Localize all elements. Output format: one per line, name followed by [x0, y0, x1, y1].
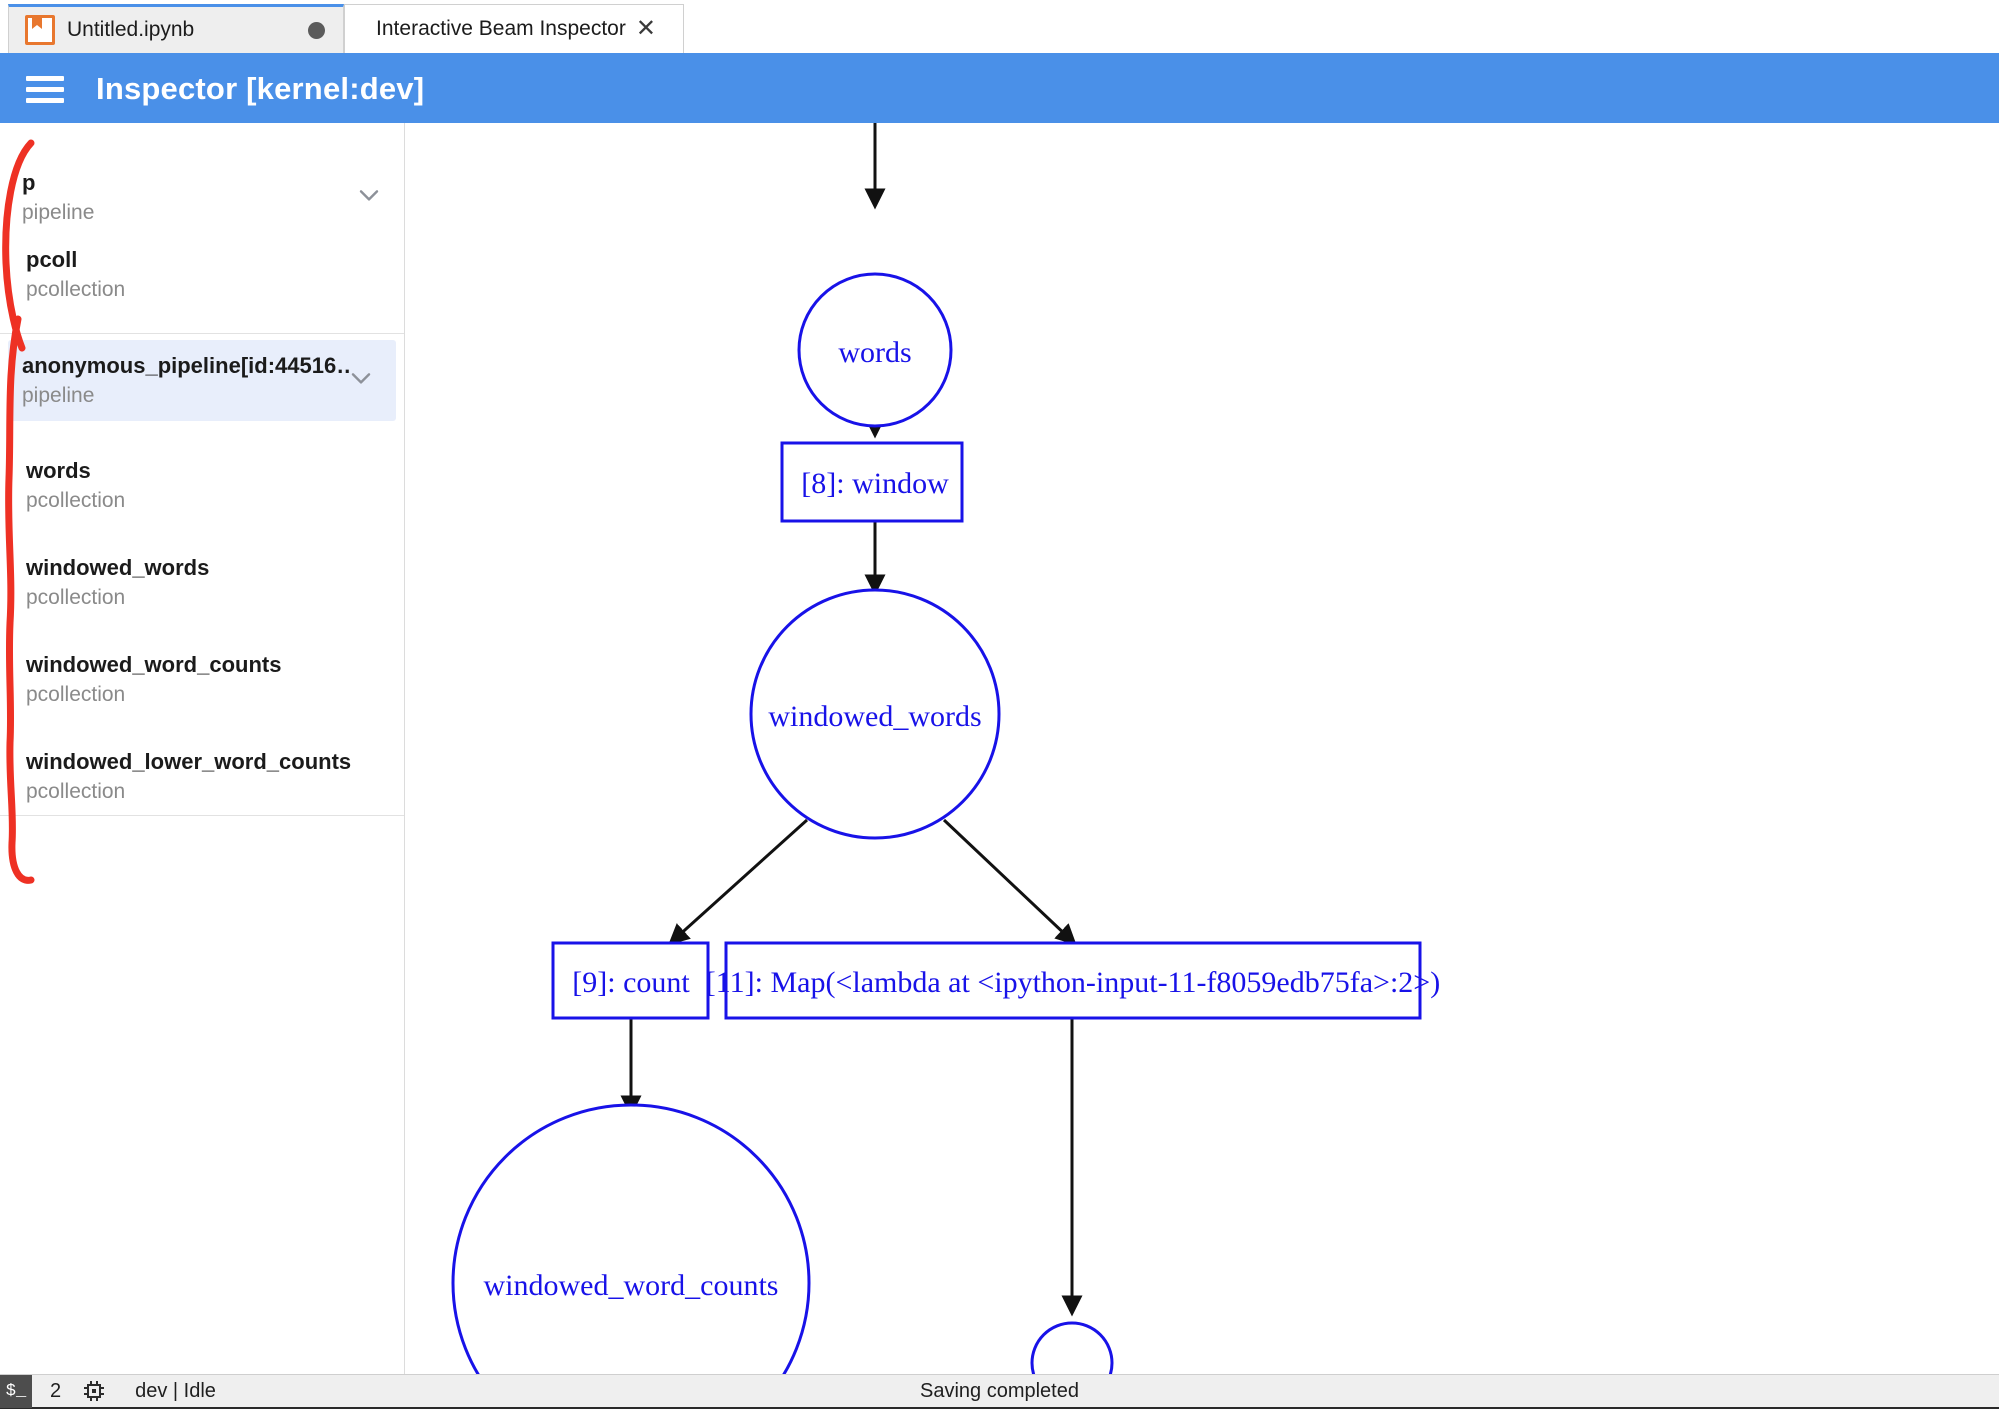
graph-node-label: windowed_word_counts [484, 1269, 779, 1302]
sidebar-item-label: windowed_word_counts [26, 652, 282, 678]
sidebar-item-label: anonymous_pipeline[id:44516… [22, 353, 352, 379]
spacer [0, 313, 404, 333]
spacer [0, 524, 404, 544]
chevron-down-icon[interactable] [348, 365, 374, 391]
sidebar-item-type: pipeline [22, 383, 95, 407]
tab-label: Interactive Beam Inspector [376, 17, 626, 40]
sidebar-item-type: pcollection [26, 277, 126, 301]
sidebar-item-label: p [22, 170, 36, 195]
sidebar-item-type: pipeline [22, 200, 95, 224]
terminal-count: 2 [50, 1379, 62, 1402]
close-icon[interactable]: ✕ [635, 15, 656, 42]
spacer [0, 123, 404, 159]
sidebar-item-label: windowed_words [26, 555, 210, 581]
graph-node-label: windowed_words [768, 700, 981, 733]
pipeline-sidebar: p pipeline pcoll pcollection anonymous_p… [0, 123, 405, 1374]
edge-wwords-to-count [668, 818, 809, 946]
graph-node-count[interactable]: [9]: count [551, 941, 710, 1020]
sidebar-item-windowed-lower-word-counts[interactable]: windowed_lower_word_counts pcollection [0, 738, 404, 815]
terminal-icon[interactable]: $_ [0, 1374, 32, 1408]
sidebar-item-words[interactable]: words pcollection [0, 447, 404, 524]
kernel-status[interactable]: dev | Idle [135, 1379, 216, 1402]
sidebar-item-pcoll[interactable]: pcoll pcollection [0, 236, 404, 313]
graph-node-label: [9]: count [572, 966, 690, 999]
tab-interactive-beam-inspector[interactable]: Interactive Beam Inspector ✕ [344, 4, 684, 53]
tab-bar: Untitled.ipynb Interactive Beam Inspecto… [0, 0, 1999, 55]
tab-label: Untitled.ipynb [67, 18, 195, 41]
inspector-header: Inspector [kernel:dev] [0, 55, 1999, 123]
sidebar-group-anonymous-pipeline: anonymous_pipeline[id:44516… pipeline wo… [0, 340, 404, 817]
status-bar: $_ 2 dev | Idle Saving completed [0, 1374, 1999, 1409]
sidebar-item-anonymous-pipeline[interactable]: anonymous_pipeline[id:44516… pipeline [8, 340, 396, 422]
notebook-icon [25, 15, 55, 45]
tab-untitled-ipynb[interactable]: Untitled.ipynb [8, 4, 344, 53]
sidebar-item-windowed-words[interactable]: windowed_words pcollection [0, 544, 404, 621]
graph-node-words[interactable]: words [797, 272, 953, 428]
sidebar-item-label: pcoll [26, 247, 78, 273]
graph-node-windowed-words[interactable]: windowed_words [749, 588, 1001, 840]
graph-node-map[interactable]: [11]: Map(<lambda at <ipython-input-11-f… [706, 941, 1440, 1020]
graph-node-label: [8]: window [801, 467, 949, 500]
spacer [0, 621, 404, 641]
cpu-chip-icon[interactable] [81, 1378, 107, 1404]
graph-node-label: [11]: Map(<lambda at <ipython-input-11-f… [706, 966, 1440, 999]
unsaved-changes-dot-icon[interactable] [308, 21, 325, 39]
sidebar-item-type: pcollection [26, 779, 126, 803]
sidebar-item-type: pcollection [26, 585, 126, 609]
sidebar-group-p: p pipeline pcoll pcollection [0, 123, 404, 335]
sidebar-item-type: pcollection [26, 682, 126, 706]
spacer [0, 718, 404, 738]
chevron-down-icon[interactable] [356, 182, 382, 208]
graph-node-window[interactable]: [8]: window [780, 441, 964, 523]
spacer [0, 427, 404, 447]
pipeline-graph-canvas[interactable]: words [8]: window windowed_words [9]: co… [406, 123, 1999, 1374]
edge-wwords-to-map [942, 818, 1077, 946]
sidebar-item-type: pcollection [26, 488, 126, 512]
graph-node-label: words [838, 336, 911, 369]
sidebar-item-p[interactable]: p pipeline [0, 159, 404, 236]
page-title: Inspector [kernel:dev] [96, 71, 425, 106]
graph-node-windowed-word-counts[interactable]: windowed_word_counts [451, 1103, 811, 1374]
sidebar-item-windowed-word-counts[interactable]: windowed_word_counts pcollection [0, 641, 404, 718]
sidebar-item-label: windowed_lower_word_counts [26, 749, 352, 775]
status-message: Saving completed [920, 1379, 1079, 1402]
graph-node-unnamed-small[interactable] [1030, 1321, 1114, 1374]
sidebar-item-label: words [26, 458, 91, 484]
hamburger-icon[interactable] [26, 70, 64, 109]
pipeline-graph-svg[interactable]: words [8]: window windowed_words [9]: co… [406, 123, 1999, 1374]
